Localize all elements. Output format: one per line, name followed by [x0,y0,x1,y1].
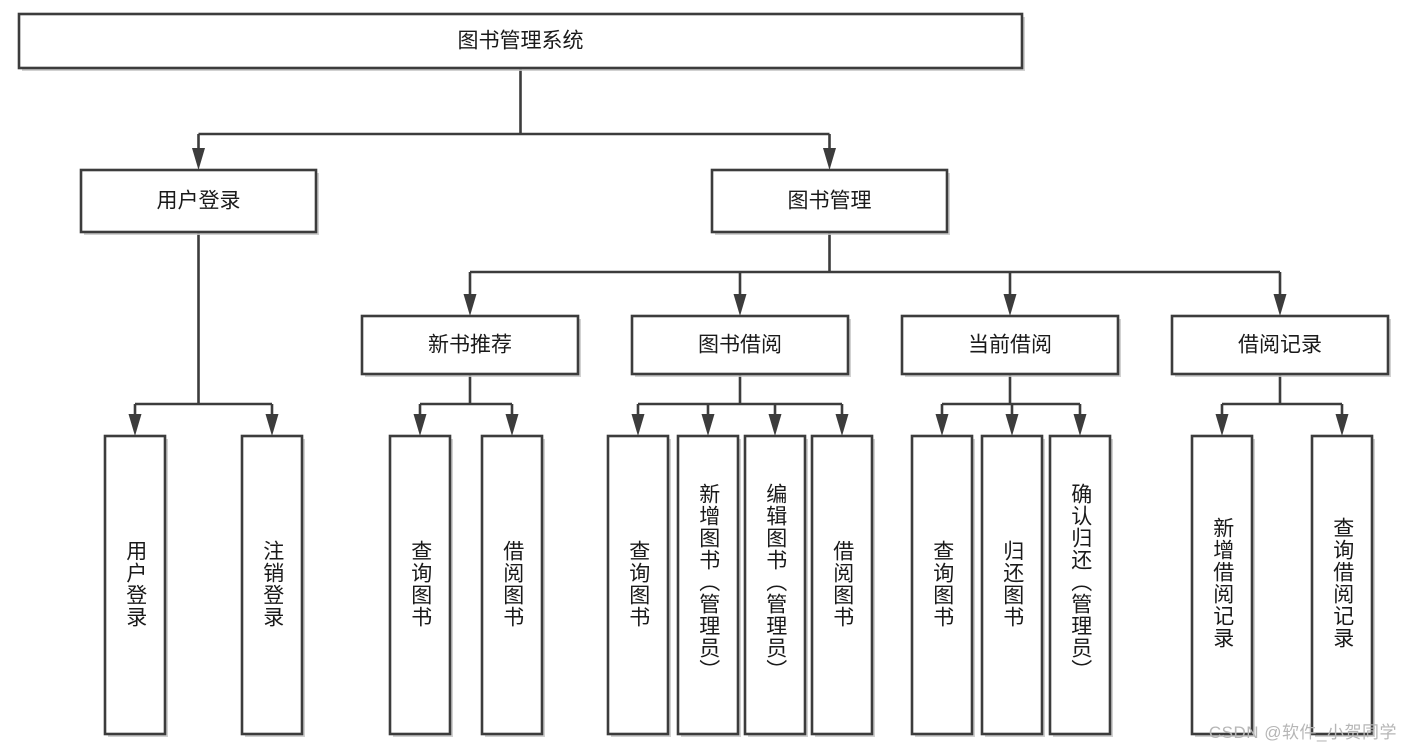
arrow-head-icon [1273,294,1287,316]
box-outline [630,314,850,376]
box-outline [240,434,304,736]
arrow-head-icon [1073,414,1087,436]
arrow-head-icon [935,414,949,436]
arrow-head-icon [1005,414,1019,436]
arrow-head-icon [631,414,645,436]
arrow-head-icon [413,414,427,436]
node-level2-图书管理[interactable]: 图书管理 [710,168,950,235]
node-leaf-确认归还（管理员）[interactable] [1048,434,1113,737]
arrow-head-icon [128,414,142,436]
box-outline [606,434,670,736]
node-level3-借阅记录[interactable]: 借阅记录 [1170,314,1391,377]
node-label: 新书推荐 [428,334,512,357]
node-level3-图书借阅[interactable]: 图书借阅 [630,314,851,377]
node-label: 图书管理系统 [458,30,584,53]
watermark-csdn: CSDN @软件_小贺同学 [1208,723,1397,742]
box-outline [900,314,1120,376]
node-level2-用户登录[interactable]: 用户登录 [79,168,319,235]
box-outline [1310,434,1374,736]
arrow-head-icon [1335,414,1349,436]
box-outline [360,314,580,376]
connectors-layer [128,68,1349,436]
box-outline [710,168,949,234]
arrow-head-icon [823,148,836,170]
node-label: 图书管理 [788,190,872,213]
node-leaf-新增借阅记录[interactable] [1190,434,1255,737]
arrow-head-icon [733,294,747,316]
box-outline [676,434,740,736]
arrow-head-icon [768,414,782,436]
box-outline [103,434,167,736]
box-outline [980,434,1044,736]
node-label: 借阅记录 [1238,334,1322,357]
node-leaf-归还图书[interactable] [980,434,1045,737]
box-outline [810,434,874,736]
node-label: 图书借阅 [698,334,782,357]
box-outline [910,434,974,736]
box-outline [388,434,452,736]
node-leaf-查询图书[interactable] [388,434,453,737]
node-leaf-查询借阅记录[interactable] [1310,434,1375,737]
node-label: 用户登录 [157,190,241,213]
node-leaf-用户登录[interactable] [103,434,168,737]
node-leaf-借阅图书[interactable] [810,434,875,737]
node-leaf-借阅图书[interactable] [480,434,545,737]
arrow-head-icon [1215,414,1229,436]
arrow-head-icon [265,414,279,436]
arrow-head-icon [701,414,715,436]
arrow-head-icon [463,294,477,316]
node-leaf-新增图书（管理员）[interactable] [676,434,741,737]
box-outline [743,434,807,736]
node-level3-当前借阅[interactable]: 当前借阅 [900,314,1121,377]
box-outline [1190,434,1254,736]
box-outline [1170,314,1390,376]
box-outline [17,12,1024,70]
box-outline [79,168,318,234]
node-level3-新书推荐[interactable]: 新书推荐 [360,314,581,377]
arrow-head-icon [1003,294,1017,316]
node-root-图书管理系统[interactable]: 图书管理系统 [17,12,1025,71]
box-outline [1048,434,1112,736]
arrow-head-icon [835,414,849,436]
node-leaf-编辑图书（管理员）[interactable] [743,434,808,737]
arrow-head-icon [192,148,205,170]
node-label: 当前借阅 [968,334,1052,357]
node-leaf-查询图书[interactable] [606,434,671,737]
node-leaf-注销登录[interactable] [240,434,305,737]
node-leaf-查询图书[interactable] [910,434,975,737]
arrow-head-icon [505,414,519,436]
box-outline [480,434,544,736]
